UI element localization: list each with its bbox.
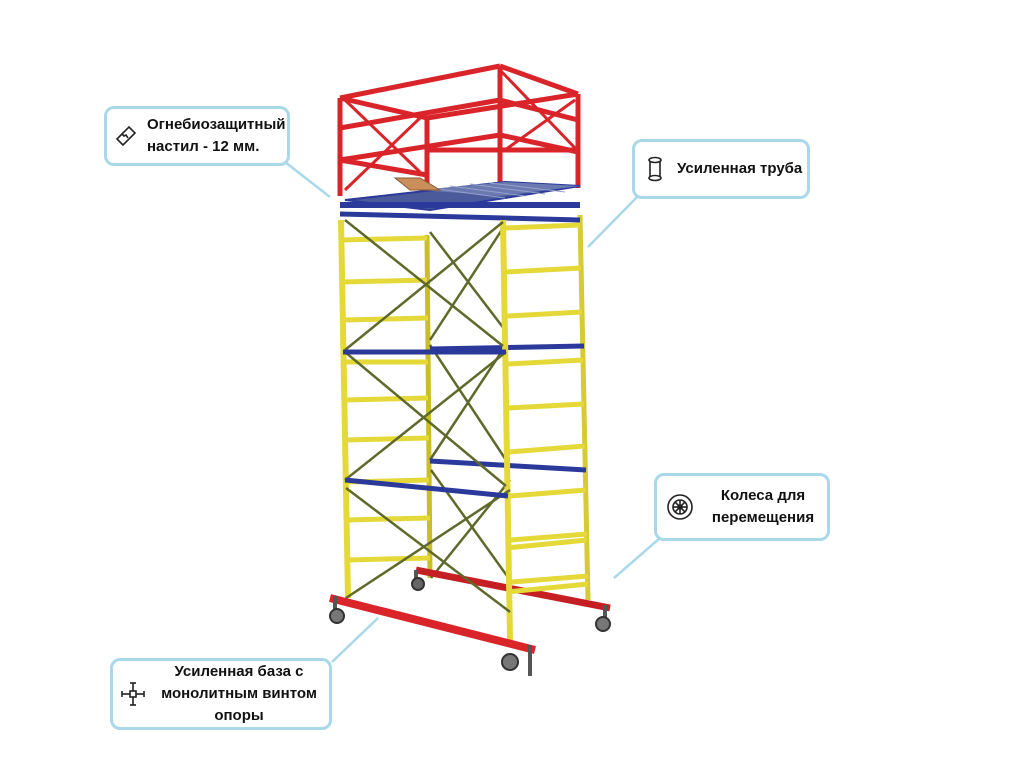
deck-platform: [339, 177, 581, 223]
pipe-icon: [645, 155, 665, 183]
back-frame: [411, 214, 611, 632]
callout-deck-line1: Огнебиозащитный: [147, 116, 286, 133]
callout-wheels-line1: Колеса для: [720, 487, 806, 504]
callout-base: Усиленная база с монолитным винтом опоры: [110, 658, 332, 730]
leader-line-deck: [284, 161, 331, 198]
cross-base-icon: [119, 680, 147, 708]
leader-lines: [284, 161, 661, 663]
callout-base-line2: монолитным винтом: [161, 685, 317, 702]
plank-icon: [113, 123, 139, 149]
callout-wheels-line2: перемещения: [711, 509, 815, 526]
front-frame: [329, 219, 589, 676]
leader-line-base: [331, 617, 379, 663]
top-guardrail: [337, 63, 581, 202]
leader-line-pipe: [587, 195, 639, 248]
wheel-icon: [665, 492, 695, 522]
leader-line-wheels: [613, 537, 661, 579]
callout-deck-line2: настил - 12 мм.: [147, 138, 260, 155]
callout-deck: Огнебиозащитный настил - 12 мм.: [104, 106, 290, 166]
callout-pipe: Усиленная труба: [632, 139, 810, 199]
callout-base-line3: опоры: [214, 707, 264, 724]
callout-base-line1: Усиленная база с: [174, 663, 304, 680]
callout-wheels: Колеса для перемещения: [654, 473, 830, 541]
callout-pipe-line1: Усиленная труба: [677, 160, 803, 177]
